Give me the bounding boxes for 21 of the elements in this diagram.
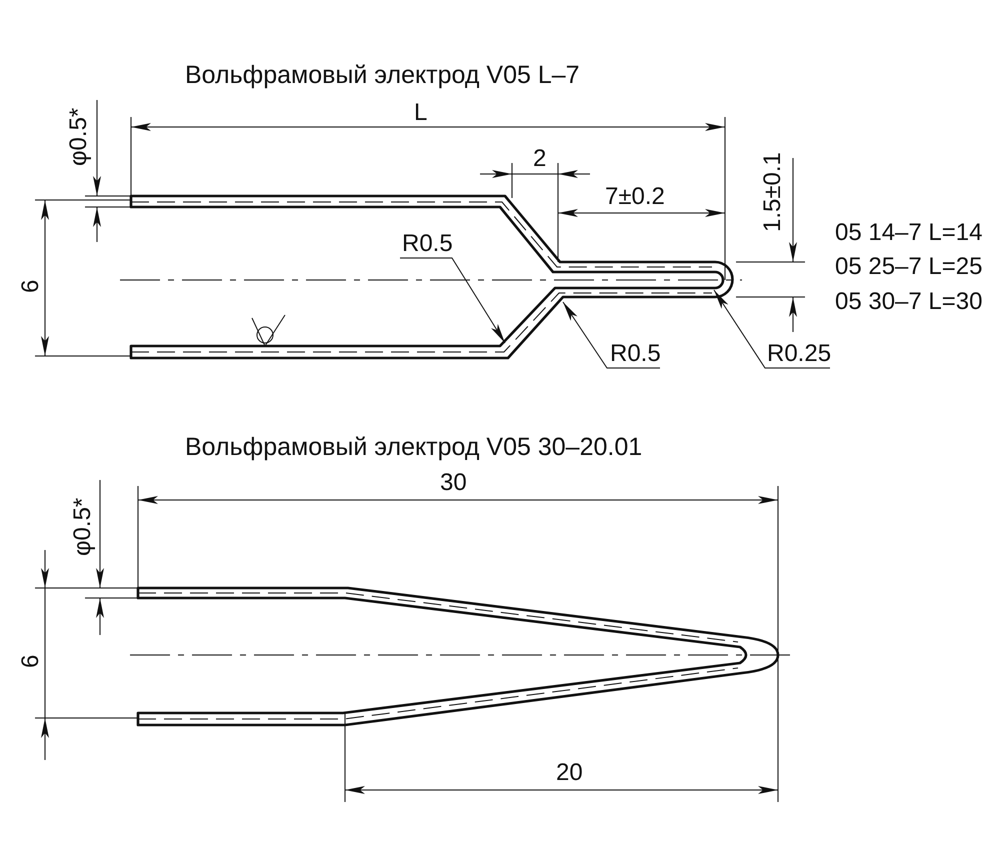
dimension-text: L bbox=[414, 100, 428, 126]
leader-line bbox=[562, 302, 660, 368]
radius-label: R0.5 bbox=[610, 341, 661, 367]
dimension-text: φ0.5* bbox=[66, 108, 92, 166]
dimension-text: 6 bbox=[18, 280, 44, 293]
table-row-text: 05 30–7 L=30 bbox=[835, 289, 982, 315]
dimension-text: 7±0.2 bbox=[605, 184, 665, 210]
dimension-text: 1.5±0.1 bbox=[760, 152, 786, 232]
leader-line bbox=[714, 290, 830, 368]
dimension-text: φ0.5* bbox=[70, 498, 96, 556]
dimension-text: 6 bbox=[18, 654, 44, 668]
dimension-text: 30 bbox=[440, 470, 467, 496]
drawing-title: Вольфрамовый электрод V05 30–20.01 bbox=[185, 434, 642, 460]
table-row-text: 05 25–7 L=25 bbox=[835, 254, 982, 280]
leader-line bbox=[400, 258, 506, 344]
radius-label: R0.25 bbox=[767, 341, 832, 367]
table-row-text: 05 14–7 L=14 bbox=[835, 220, 982, 246]
drawing-title: Вольфрамовый электрод V05 L–7 bbox=[185, 62, 580, 88]
radius-label: R0.5 bbox=[402, 231, 453, 257]
dimension-text: 20 bbox=[556, 760, 583, 786]
dimension-text: 2 bbox=[533, 146, 546, 172]
